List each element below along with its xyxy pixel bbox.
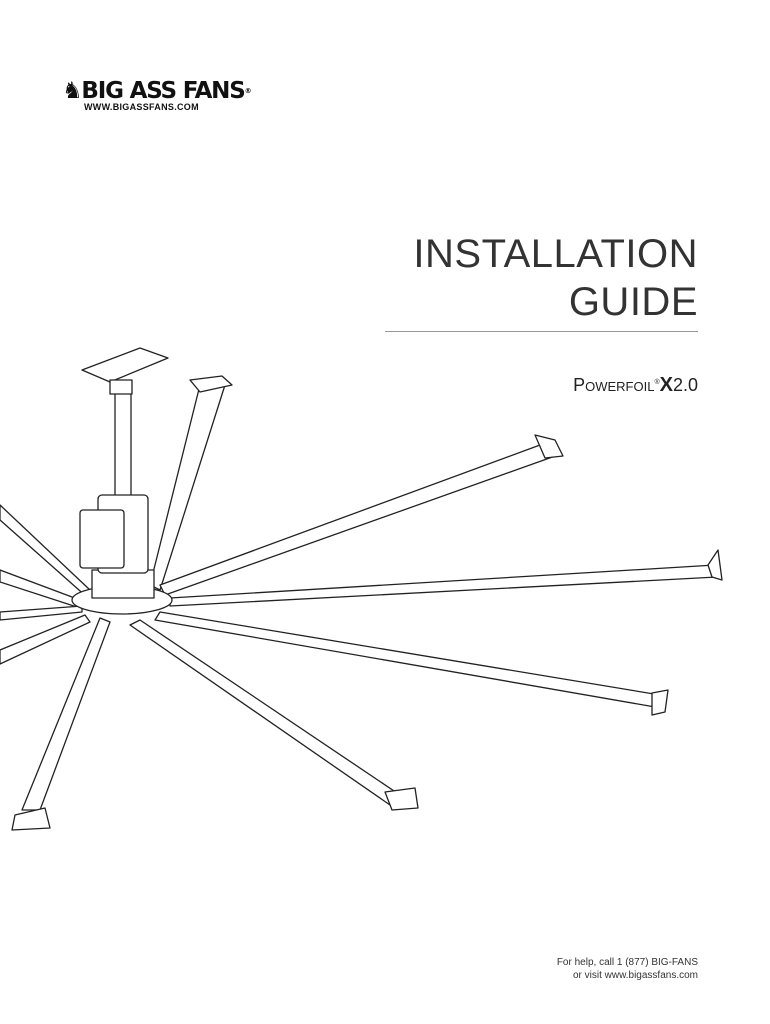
product-name: POWERFOIL®X2.0 xyxy=(573,374,698,397)
title-line-2: GUIDE xyxy=(568,280,698,324)
blade-tip xyxy=(189,375,233,393)
product-initial: P xyxy=(573,375,586,395)
fan-blade xyxy=(149,384,226,591)
title-divider xyxy=(385,331,698,332)
help-website: or visit www.bigassfans.com xyxy=(572,970,698,981)
document-title: INSTALLATION GUIDE xyxy=(413,230,698,326)
fan-blade xyxy=(159,444,559,596)
logo-brand: BIG ASS FANS xyxy=(81,78,245,104)
product-rest: OWERFOIL xyxy=(585,379,655,394)
blade-tip xyxy=(651,689,669,716)
blade-tip xyxy=(384,787,419,811)
fan-blade xyxy=(169,564,718,607)
product-model: X xyxy=(659,374,673,396)
motor-housing xyxy=(79,509,125,569)
gearbox xyxy=(91,569,155,599)
mount-bracket xyxy=(81,347,169,383)
title-line-1: INSTALLATION xyxy=(413,232,698,276)
product-reg: ® xyxy=(654,379,660,386)
downrod xyxy=(114,389,132,501)
help-contact: For help, call 1 (877) BIG-FANS or visit… xyxy=(557,956,698,982)
product-version: 2.0 xyxy=(672,375,698,395)
blade-tip xyxy=(534,434,564,459)
brand-logo: ♞BIG ASS FANS® WWW.BIGASSFANS.COM xyxy=(62,78,252,113)
blade-tip xyxy=(707,549,723,581)
blade-tip xyxy=(11,807,51,831)
help-phone: For help, call 1 (877) BIG-FANS xyxy=(556,957,698,968)
fan-blade xyxy=(0,614,91,665)
donkey-icon: ♞ xyxy=(62,78,83,104)
logo-url: WWW.BIGASSFANS.COM xyxy=(84,102,199,112)
fan-blade xyxy=(21,617,111,811)
fan-blade xyxy=(0,605,83,621)
